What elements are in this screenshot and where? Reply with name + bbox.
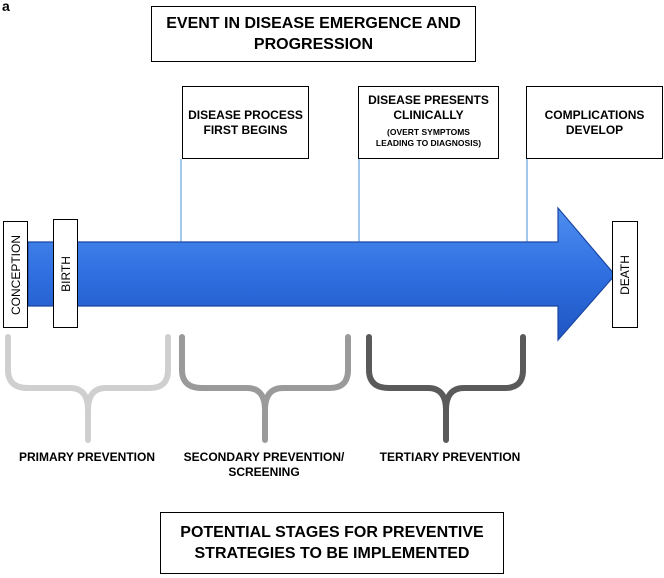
conception-marker: CONCEPTION bbox=[3, 221, 28, 328]
stage-label-line2: SCREENING bbox=[228, 465, 300, 479]
event-label-line2: CLINICALLY bbox=[393, 108, 464, 122]
event-box-disease-begins: DISEASE PROCESS FIRST BEGINS bbox=[182, 86, 309, 159]
event-box-presents-clinically: DISEASE PRESENTS CLINICALLY (OVERT SYMPT… bbox=[358, 86, 499, 159]
footer-caption-line1: POTENTIAL STAGES FOR PREVENTIVE bbox=[180, 524, 484, 541]
event-note-line1: (OVERT SYMPTOMS bbox=[387, 127, 470, 137]
event-box-complications: COMPLICATIONS DEVELOP bbox=[526, 86, 663, 159]
event-label-line1: COMPLICATIONS bbox=[544, 107, 645, 122]
panel-letter: a bbox=[2, 0, 10, 14]
birth-label: BIRTH bbox=[58, 255, 73, 292]
timeline-arrow bbox=[27, 206, 616, 342]
event-label-line2: FIRST BEGINS bbox=[203, 122, 288, 137]
footer-caption-box: POTENTIAL STAGES FOR PREVENTIVE STRATEGI… bbox=[160, 512, 504, 574]
event-note: (OVERT SYMPTOMS LEADING TO DIAGNOSIS) bbox=[376, 127, 481, 149]
diagram-title-box: EVENT IN DISEASE EMERGENCE AND PROGRESSI… bbox=[151, 6, 476, 62]
death-marker: DEATH bbox=[612, 221, 638, 328]
stage-label-line1: PRIMARY PREVENTION bbox=[18, 450, 156, 464]
stage-label-tertiary: TERTIARY PREVENTION bbox=[362, 450, 538, 465]
event-label-line1: DISEASE PRESENTS bbox=[368, 93, 489, 107]
brace-tertiary-prevention bbox=[366, 334, 526, 443]
diagram-title-line2: PROGRESSION bbox=[253, 36, 374, 53]
stage-label-secondary: SECONDARY PREVENTION/ SCREENING bbox=[168, 450, 360, 480]
birth-marker: BIRTH bbox=[53, 219, 78, 328]
diagram-title-line1: EVENT IN DISEASE EMERGENCE AND bbox=[166, 15, 461, 32]
event-label-line2: DEVELOP bbox=[565, 122, 624, 137]
event-note-line2: LEADING TO DIAGNOSIS) bbox=[375, 138, 482, 148]
footer-caption-line2: STRATEGIES TO BE IMPLEMENTED bbox=[194, 545, 470, 562]
death-label: DEATH bbox=[618, 254, 632, 295]
conception-label: CONCEPTION bbox=[8, 234, 23, 315]
stage-label-primary: PRIMARY PREVENTION bbox=[4, 450, 170, 465]
stage-label-line1: SECONDARY PREVENTION/ bbox=[183, 450, 345, 464]
stage-label-line1: TERTIARY PREVENTION bbox=[379, 450, 521, 464]
event-label-line1: DISEASE PROCESS bbox=[188, 107, 303, 122]
brace-primary-prevention bbox=[5, 334, 171, 443]
brace-secondary-prevention bbox=[179, 334, 351, 443]
